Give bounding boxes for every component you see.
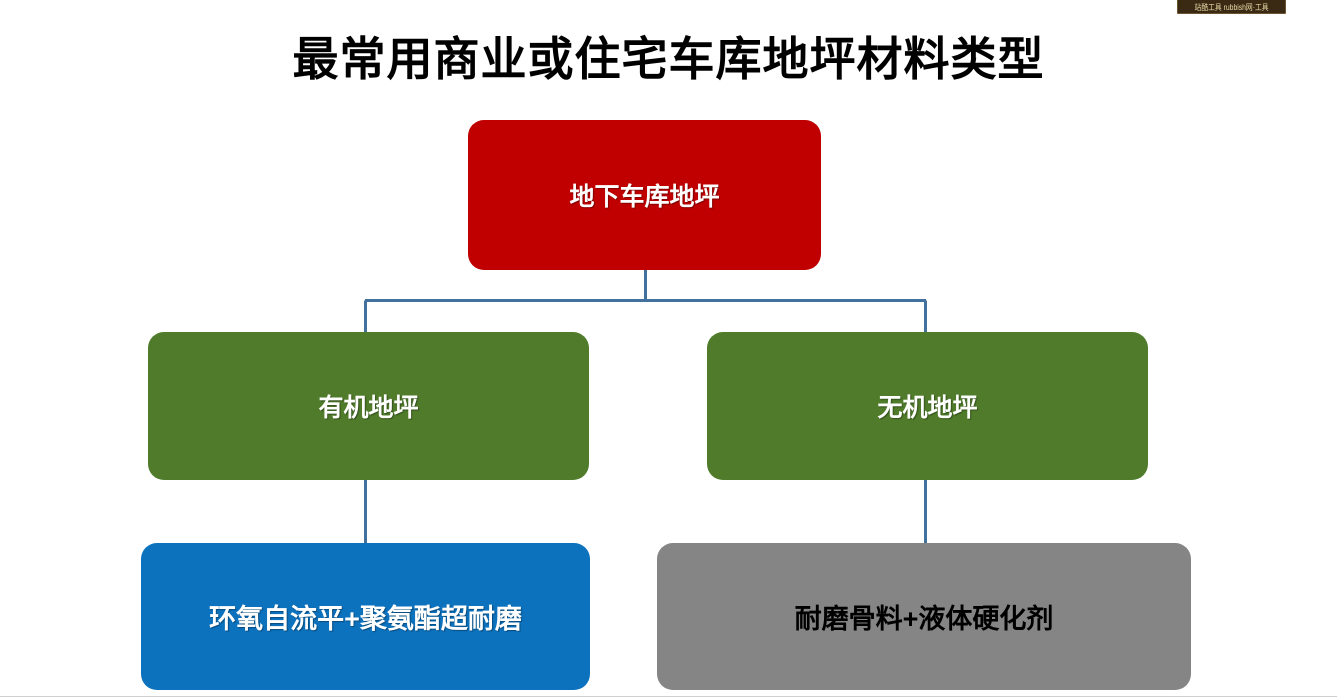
page-title: 最常用商业或住宅车库地坪材料类型 xyxy=(292,33,1045,85)
node-root-underground-garage-floor[interactable]: 地下车库地坪 xyxy=(468,120,821,270)
node-leaf-aggregate-hardener[interactable]: 耐磨骨料+液体硬化剂 xyxy=(657,543,1191,690)
node-leaf-epoxy-polyurethane[interactable]: 环氧自流平+聚氨酯超耐磨 xyxy=(141,543,590,690)
node-leaf-epoxy-polyurethane-label: 环氧自流平+聚氨酯超耐磨 xyxy=(209,604,522,634)
node-leaf-aggregate-hardener-label: 耐磨骨料+液体硬化剂 xyxy=(794,604,1054,634)
node-branch-organic-floor[interactable]: 有机地坪 xyxy=(148,332,589,480)
watermark-badge: 站酷工具 rubbish网·工具 xyxy=(1177,0,1286,14)
node-branch-organic-label: 有机地坪 xyxy=(318,394,419,422)
node-branch-inorganic-floor[interactable]: 无机地坪 xyxy=(707,332,1148,480)
node-branch-inorganic-label: 无机地坪 xyxy=(877,394,978,422)
watermark-label: 站酷工具 rubbish网·工具 xyxy=(1194,3,1269,12)
node-root-label: 地下车库地坪 xyxy=(569,183,720,211)
